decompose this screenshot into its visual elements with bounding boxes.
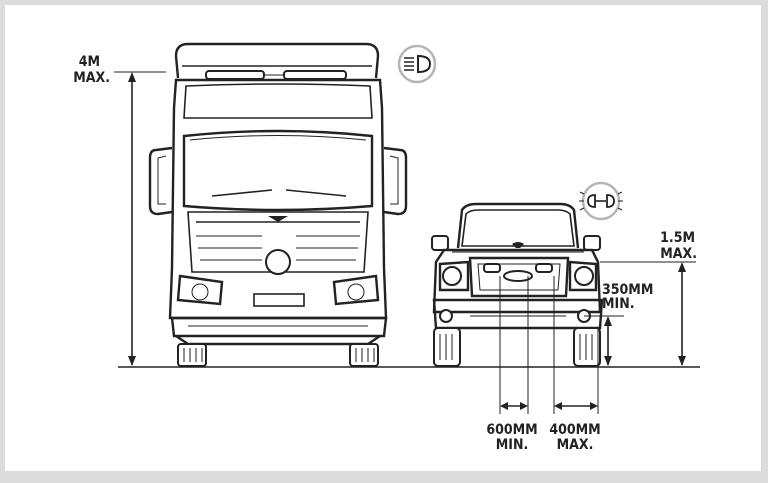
- truck-emblem: [265, 249, 291, 275]
- ground-clearance-value: 350MM: [602, 282, 653, 298]
- edge-distance-limit: MAX.: [557, 437, 594, 453]
- vehicle-dimension-diagram: 4M MAX.: [73, 42, 700, 453]
- truck-height-limit: MAX.: [73, 70, 110, 86]
- truck-height-value: 4M: [79, 54, 100, 70]
- truck-windscreen: [182, 129, 374, 212]
- car-height-value: 1.5M: [660, 230, 695, 246]
- diagram-canvas: 4M MAX.: [5, 5, 761, 471]
- truck-wheels: [177, 343, 379, 367]
- lamp-spacing-value: 600MM: [486, 422, 537, 438]
- edge-distance-dimension: 400MM MAX.: [549, 276, 601, 453]
- side-light-icon: [579, 181, 623, 221]
- truck-headlights: [176, 274, 380, 306]
- lamp-spacing-limit: MIN.: [496, 437, 529, 453]
- ground-clearance-dimension: 350MM MIN.: [584, 282, 653, 366]
- truck-drawing: [148, 42, 408, 367]
- main-beam-headlamp-icon: [397, 44, 437, 84]
- lamp-spacing-dimension: 600MM MIN.: [486, 276, 538, 453]
- roof-light-bar: [205, 70, 347, 80]
- truck-mirrors: [148, 146, 408, 216]
- pickup-grille-lights: [483, 263, 553, 273]
- pickup-headlamps: [438, 260, 598, 292]
- car-height-limit: MAX.: [660, 246, 697, 262]
- pickup-wheels: [433, 327, 601, 367]
- truck-number-plate: [253, 293, 305, 307]
- ground-clearance-limit: MIN.: [602, 296, 635, 312]
- truck-height-dimension: 4M MAX.: [73, 54, 166, 366]
- pickup-emblem: [503, 270, 533, 282]
- pickup-drawing: [431, 202, 604, 367]
- car-height-dimension: 1.5M MAX.: [600, 230, 697, 366]
- edge-distance-value: 400MM: [549, 422, 600, 438]
